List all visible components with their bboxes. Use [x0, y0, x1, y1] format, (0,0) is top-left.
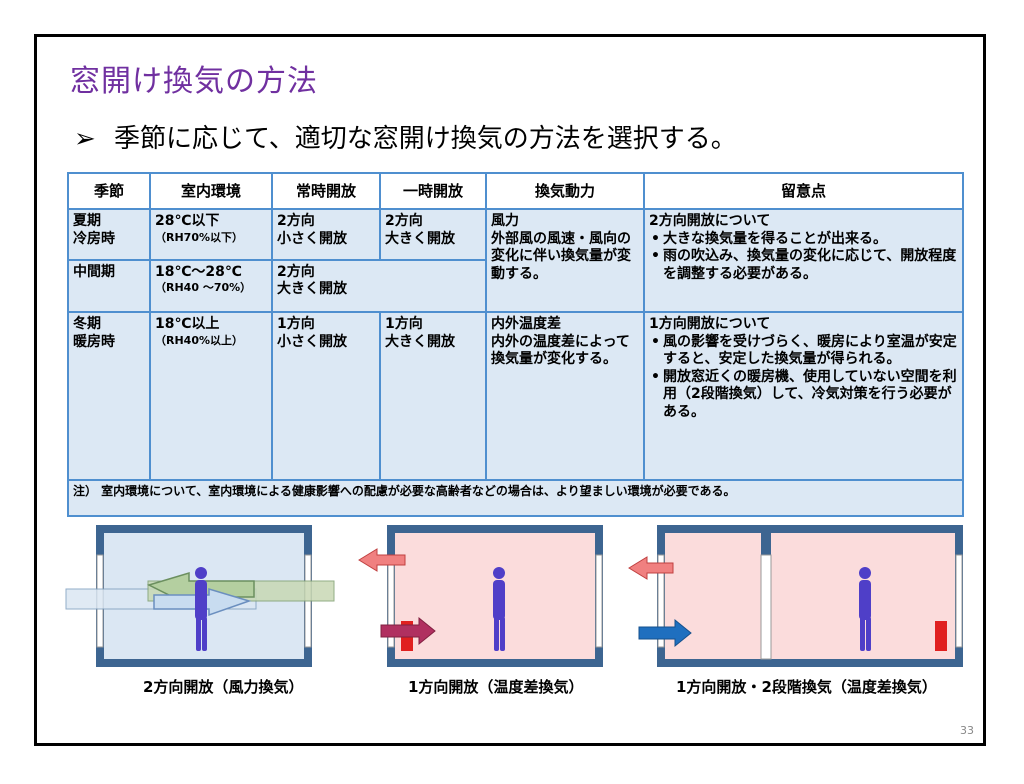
slide-title: 窓開け換気の方法 [70, 64, 318, 99]
header-constant: 常時開放 [271, 171, 381, 211]
window-right [955, 554, 963, 648]
table-row-middle: 中間期 18℃～28℃ （RH40 ～70%） 2方向 大きく開放 [67, 258, 963, 314]
header-notes: 留意点 [643, 171, 964, 211]
cell-one-way-note: 1方向開放について 風の影響を受けづらく、暖房により室温が安定すると、安定した換… [643, 311, 964, 481]
cell-summer-constant: 2方向 小さく開放 [271, 208, 381, 261]
table-header-row: 季節 室内環境 常時開放 一時開放 換気動力 留意点 [67, 171, 964, 211]
cell-winter-temporary: 1方向 大きく開放 [379, 311, 487, 481]
list-item: 大きな換気量を得ることが出来る。 [649, 231, 958, 249]
list-item: 雨の吹込み、換気量の変化に応じて、開放程度を調整する必要がある。 [649, 248, 958, 283]
warm-air-out-arrow-icon [628, 556, 674, 580]
bullet-text: 季節に応じて、適切な窓開け換気の方法を選択する。 [114, 124, 737, 154]
cell-middle-env: 18℃～28℃ （RH40 ～70%） [149, 258, 273, 314]
window-left [657, 554, 665, 648]
caption-one-way: 1方向開放（温度差換気） [408, 678, 584, 696]
warm-air-out-arrow-icon [358, 548, 406, 572]
cell-winter-power: 内外温度差 内外の温度差によって換気量が変化する。 [485, 311, 645, 481]
table-row-winter: 冬期 暖房時 18℃以上 （RH40%以上） 1方向 小さく開放 1方向 大きく… [67, 311, 964, 481]
table-note-row: 注） 室内環境について、室内環境による健康影響への配慮が必要な高齢者などの場合は… [67, 478, 964, 518]
cool-air-in-arrow-icon [380, 616, 436, 646]
cell-middle-season: 中間期 [67, 258, 151, 314]
header-power: 換気動力 [485, 171, 645, 211]
cell-middle-open: 2方向 大きく開放 [271, 258, 487, 314]
person-icon [493, 567, 505, 651]
diagram-two-stage [628, 525, 963, 667]
header-temporary: 一時開放 [379, 171, 487, 211]
ventilation-table: 季節 室内環境 常時開放 一時開放 換気動力 留意点 夏期 冷房時 28℃以下 … [67, 171, 964, 518]
cell-two-way-note: 2方向開放について 大きな換気量を得ることが出来る。 雨の吹込み、換気量の変化に… [643, 208, 964, 314]
caption-two-way: 2方向開放（風力換気） [143, 678, 304, 696]
cell-summer-season: 夏期 冷房時 [67, 208, 151, 261]
table-row-summer: 夏期 冷房時 28℃以下 （RH70%以下） 2方向 小さく開放 2方向 大きく… [67, 208, 964, 314]
header-season: 季節 [67, 171, 151, 211]
person-icon [195, 567, 207, 651]
list-item: 開放窓近くの暖房機、使用していない空間を利用（2段階換気）して、冷気対策を行う必… [649, 369, 958, 422]
arrow-bullet-icon: ➢ [74, 124, 96, 154]
cell-summer-temporary: 2方向 大きく開放 [379, 208, 487, 261]
header-env: 室内環境 [149, 171, 273, 211]
slide-bullet: ➢ 季節に応じて、適切な窓開け換気の方法を選択する。 [74, 118, 737, 155]
window-right [595, 554, 603, 648]
list-item: 風の影響を受けづらく、暖房により室温が安定すると、安定した換気量が得られる。 [649, 334, 958, 369]
heater-icon [935, 621, 947, 651]
person-icon [859, 567, 871, 651]
cell-summer-env: 28℃以下 （RH70%以下） [149, 208, 273, 261]
caption-two-stage: 1方向開放・2段階換気（温度差換気） [676, 678, 937, 696]
cell-winter-constant: 1方向 小さく開放 [271, 311, 381, 481]
cell-winter-env: 18℃以上 （RH40%以上） [149, 311, 273, 481]
diagram-one-way-temp [358, 525, 603, 667]
cell-winter-season: 冬期 暖房時 [67, 311, 151, 481]
cell-wind-power: 風力 外部風の風速・風向の変化に伴い換気量が変動する。 [485, 208, 645, 314]
interior-door [760, 554, 772, 660]
cool-air-in-arrow-icon [638, 618, 692, 648]
table-footnote: 注） 室内環境について、室内環境による健康影響への配慮が必要な高齢者などの場合は… [67, 478, 964, 518]
page-number: 33 [960, 724, 974, 737]
diagram-two-way-wind [65, 525, 335, 667]
